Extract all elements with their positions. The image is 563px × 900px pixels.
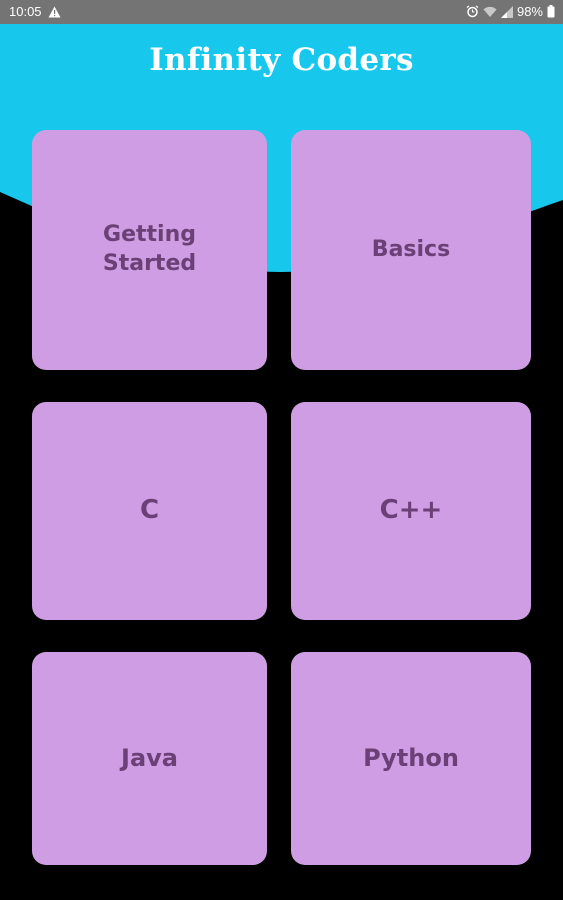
battery-icon xyxy=(547,5,555,18)
tile-cpp[interactable]: C++ xyxy=(291,402,531,620)
tile-label: Basics xyxy=(371,236,451,262)
tile-java[interactable]: Java xyxy=(32,652,267,865)
status-bar: 10:05 xyxy=(0,0,563,24)
tile-label: C xyxy=(139,495,160,526)
tile-c[interactable]: C xyxy=(32,402,267,620)
wifi-icon xyxy=(483,6,497,18)
signal-icon xyxy=(500,5,513,18)
status-right: 98% xyxy=(466,4,555,19)
status-left: 10:05 xyxy=(9,4,61,19)
alarm-icon xyxy=(466,5,479,18)
battery-percent: 98% xyxy=(516,4,543,19)
tile-label: Python xyxy=(363,743,459,772)
tile-label: C++ xyxy=(379,495,443,526)
tile-getting-started[interactable]: Getting Started xyxy=(32,130,267,370)
page-title: Infinity Coders xyxy=(149,42,414,78)
tile-python[interactable]: Python xyxy=(291,652,531,865)
tile-label: Java xyxy=(121,743,178,772)
tile-basics[interactable]: Basics xyxy=(291,130,531,370)
tile-label: Getting Started xyxy=(102,222,197,276)
status-time: 10:05 xyxy=(9,4,42,19)
warning-icon xyxy=(48,6,61,18)
